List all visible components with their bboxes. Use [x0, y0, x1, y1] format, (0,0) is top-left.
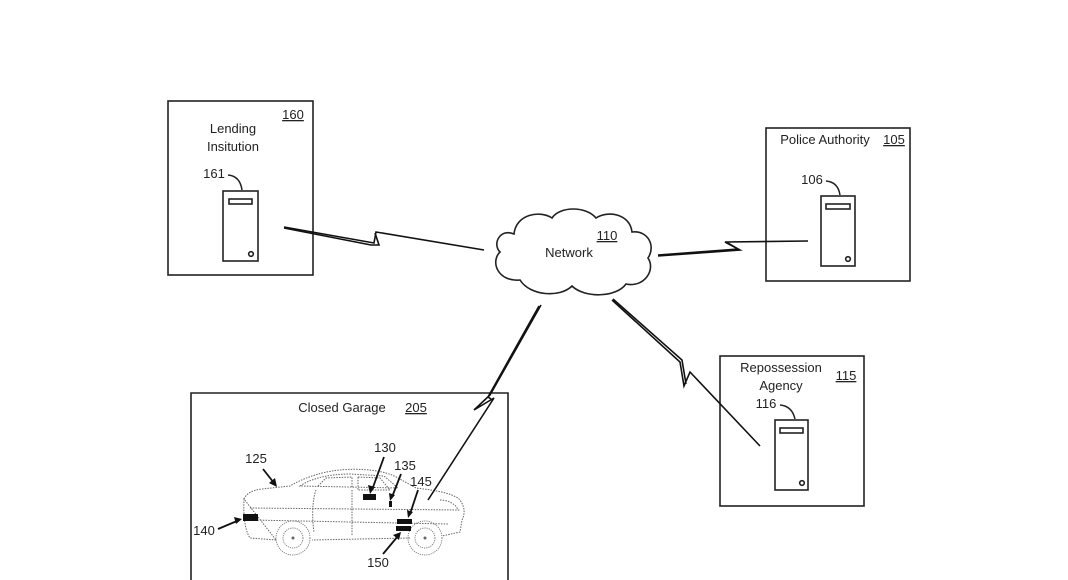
- police-authority-label: Police Authority: [780, 132, 870, 147]
- component-140-ref: 140: [193, 523, 215, 538]
- component-135-arrow: [391, 473, 402, 498]
- network-label: Network: [545, 245, 593, 260]
- cloud-icon: [495, 208, 652, 296]
- police-server-ref: 106: [801, 172, 823, 187]
- arrowhead: [393, 532, 401, 540]
- arrowhead: [407, 510, 413, 518]
- component-150-arrow: [382, 535, 399, 555]
- repossession-server-leader-line: [779, 404, 796, 420]
- repossession-agency-box: [719, 355, 865, 507]
- lending-institution-label-line2: Insitution: [207, 139, 259, 154]
- arrowhead: [234, 517, 242, 524]
- repossession-agency-node: Repossession Agency 115 116: [719, 355, 865, 507]
- lending-institution-node: Lending Insitution 160 161: [167, 100, 314, 276]
- vehicle-illustration: [243, 468, 465, 556]
- component-145-arrow: [409, 489, 419, 515]
- repossession-agency-ref: 115: [836, 368, 857, 383]
- wireless-link-network-police: [657, 240, 809, 257]
- lending-institution-label-line1: Lending: [210, 121, 256, 136]
- arrowhead: [368, 485, 375, 494]
- closed-garage-ref: 205: [405, 400, 427, 415]
- component-145-block: [397, 519, 412, 524]
- front-wheel: [407, 520, 443, 556]
- component-130-ref: 130: [374, 440, 396, 455]
- component-145-ref: 145: [410, 474, 432, 489]
- component-150-ref: 150: [367, 555, 389, 570]
- closed-garage-box: [190, 392, 509, 580]
- vehicle-ref: 125: [245, 451, 267, 466]
- component-150-block: [396, 526, 411, 531]
- rear-wheel: [275, 520, 311, 556]
- server-icon: [774, 419, 809, 491]
- server-icon: [820, 195, 856, 267]
- network-ref: 110: [597, 228, 618, 243]
- police-server-leader-line: [825, 180, 841, 196]
- server-icon: [222, 190, 259, 262]
- component-140-arrow: [217, 520, 238, 530]
- component-140-block: [243, 514, 258, 521]
- arrowhead: [269, 478, 277, 487]
- lending-server-leader-line: [227, 174, 243, 191]
- lending-server-ref: 161: [203, 166, 225, 181]
- repossession-agency-label-line2: Agency: [759, 378, 803, 393]
- wireless-link-lending-network: [283, 226, 485, 251]
- closed-garage-node: Closed Garage 205: [190, 392, 509, 580]
- component-135-ref: 135: [394, 458, 416, 473]
- lending-institution-box: [167, 100, 314, 276]
- police-authority-node: Police Authority 105 106: [765, 127, 911, 282]
- arrowhead: [389, 493, 395, 501]
- police-authority-box: [765, 127, 911, 282]
- component-135-block: [389, 501, 392, 507]
- lending-institution-ref: 160: [282, 107, 304, 122]
- network-node: Network 110: [495, 208, 652, 296]
- wireless-link-network-repossession: [611, 298, 761, 447]
- closed-garage-label: Closed Garage: [298, 400, 385, 415]
- wireless-link-network-vehicle: [427, 304, 542, 501]
- repossession-server-ref: 116: [756, 396, 777, 411]
- repossession-agency-label-line1: Repossession: [740, 360, 822, 375]
- component-130-arrow: [371, 456, 385, 491]
- police-authority-ref: 105: [883, 132, 905, 147]
- component-130-block: [363, 494, 376, 500]
